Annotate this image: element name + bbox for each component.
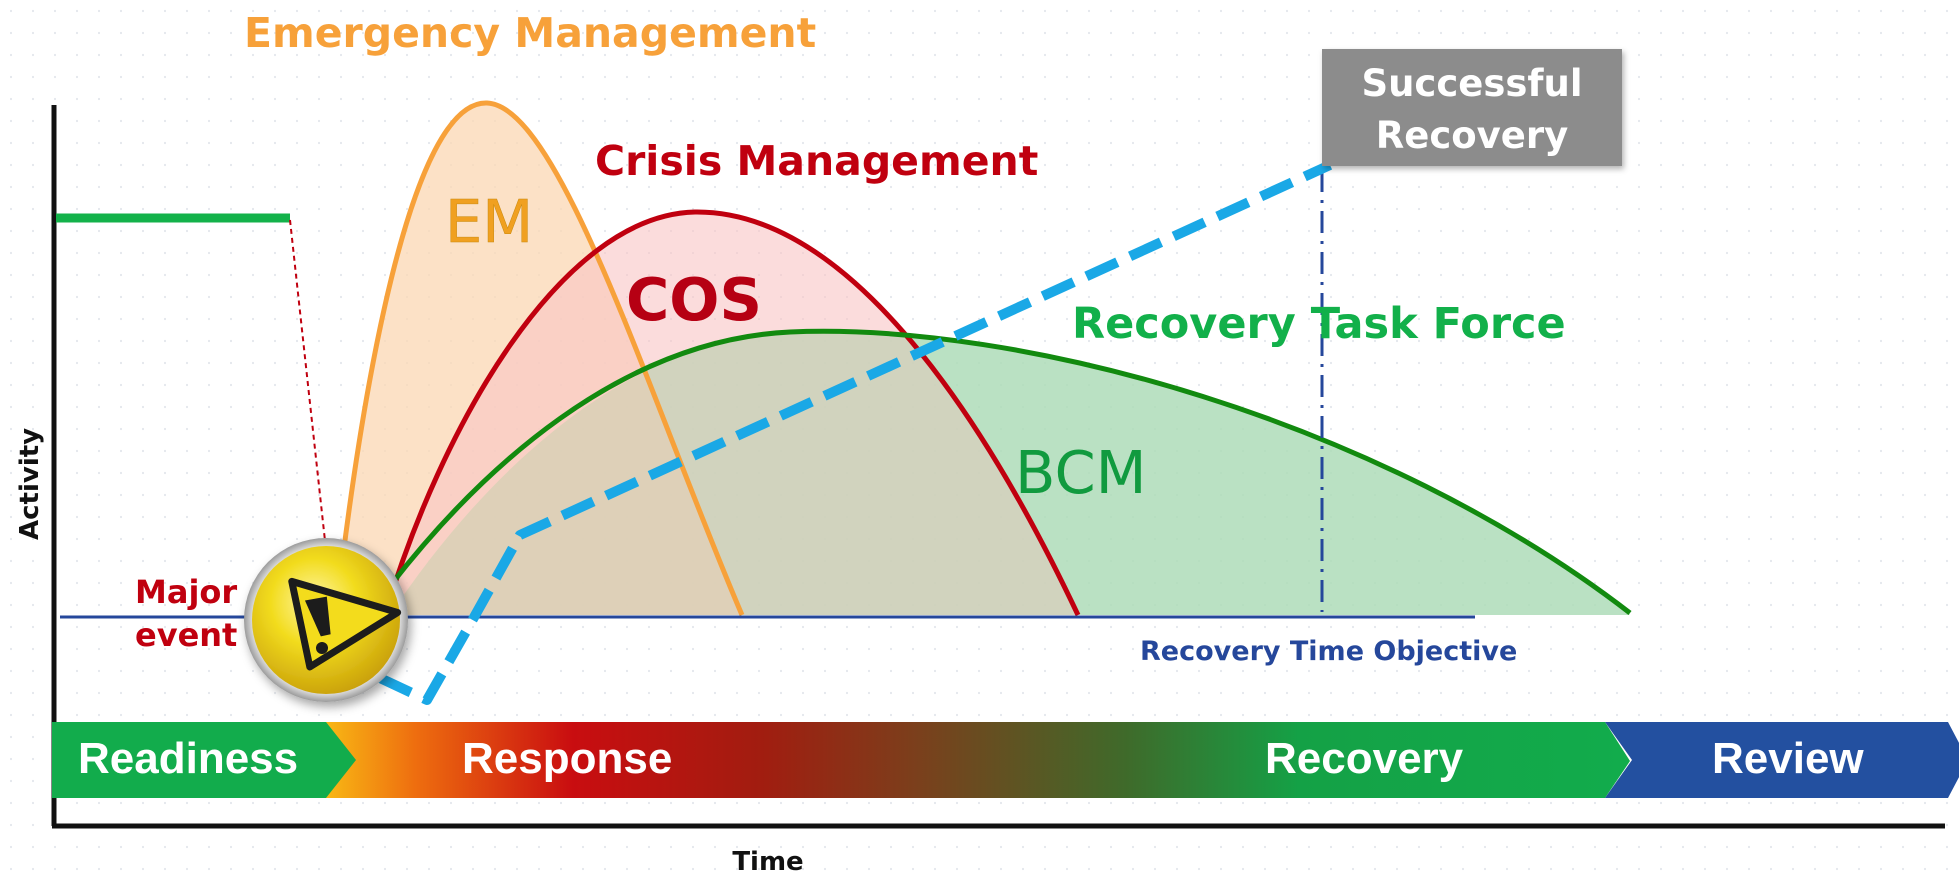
recovery-trajectory: [377, 160, 1333, 705]
recovery-task-force-label: Recovery Task Force: [1072, 299, 1566, 349]
recovery-time-objective-label: Recovery Time Objective: [1140, 636, 1517, 667]
successful-recovery-line1: Successful: [1361, 62, 1582, 105]
crisis-area: [385, 211, 1078, 615]
phase-band: [52, 722, 1630, 798]
em-curve: [333, 100, 745, 616]
phase-response-label: Response: [462, 734, 672, 783]
bcm-label: BCM: [1015, 438, 1147, 507]
major-event-label-line2: event: [135, 616, 237, 654]
emergency-management-label: Emergency Management: [244, 9, 816, 57]
bcm-curve: [388, 328, 1632, 615]
y-axis-label: Activity: [15, 428, 45, 540]
bcm-overlay: [390, 331, 1630, 615]
warning-icon: [244, 538, 408, 702]
crisis-curve: [382, 209, 1081, 617]
review-band-segment: [1605, 722, 1959, 798]
major-event-label-line1: Major: [135, 573, 237, 611]
successful-recovery-line2: Recovery: [1376, 114, 1569, 157]
drop-dashed-line: [289, 219, 327, 551]
phase-review-label: Review: [1712, 734, 1864, 783]
crisis-management-label: Crisis Management: [595, 137, 1038, 185]
phase-recovery-label: Recovery: [1265, 734, 1464, 783]
x-axis-label: Time: [732, 847, 803, 875]
successful-recovery-box: [1322, 49, 1622, 166]
em-label: EM: [445, 187, 533, 256]
cos-label: COS: [626, 265, 762, 334]
phase-readiness-label: Readiness: [78, 734, 298, 783]
readiness-band-segment: [52, 722, 356, 798]
